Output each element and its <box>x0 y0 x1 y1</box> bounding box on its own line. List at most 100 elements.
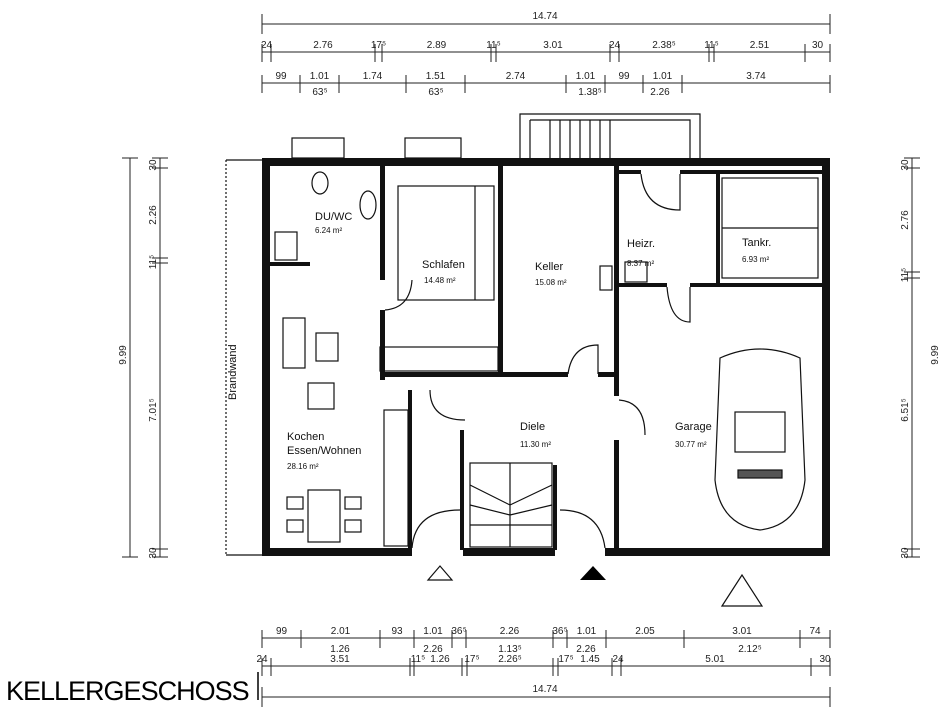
room-area: 6.93 m² <box>742 255 769 264</box>
wall <box>380 372 503 377</box>
dimension-label: 2.05 <box>635 626 655 637</box>
dimension-label: 1.01 <box>576 71 596 82</box>
room-name: Diele <box>520 421 545 433</box>
dimension-label: 1.13⁵ <box>498 644 522 655</box>
wall <box>380 310 385 380</box>
chair <box>344 519 362 533</box>
dimension-label: 30 <box>819 654 831 665</box>
dimension-label: 24 <box>612 654 624 665</box>
room-area: 11.30 m² <box>520 440 551 449</box>
dimension-label: 14.74 <box>532 684 557 695</box>
dimension-label: 30 <box>148 547 159 559</box>
door-swing <box>618 399 646 436</box>
dimension-label: 17⁵ <box>558 654 573 665</box>
wall <box>553 465 557 550</box>
table <box>307 382 335 410</box>
boiler <box>624 261 648 283</box>
dimension-label: 93 <box>391 626 403 637</box>
chair <box>344 496 362 510</box>
dimension-label: 1.26 <box>330 644 350 655</box>
dimension-label: 99 <box>618 71 630 82</box>
wall-south-1 <box>262 548 412 556</box>
dimension-label: 30 <box>812 40 824 51</box>
room-area: 6.24 m² <box>315 226 342 235</box>
dimension-label: 11⁵ <box>411 654 426 665</box>
kitchen-counter <box>383 409 409 547</box>
car-seats <box>734 411 786 453</box>
dimension-label: 2.26 <box>500 626 520 637</box>
room-name: Keller <box>535 261 563 273</box>
dimension-label: 17⁵ <box>464 654 479 665</box>
dimension-label: 2.74 <box>506 71 526 82</box>
wall <box>619 170 641 174</box>
wall <box>614 440 619 550</box>
room-name: Schlafen <box>422 259 465 271</box>
dimension-label: 7.01⁵ <box>148 398 159 422</box>
dimension-label: 1.01 <box>423 626 443 637</box>
dimension-label: 30 <box>148 159 159 171</box>
wall <box>598 372 618 377</box>
dimension-label: 1.01 <box>577 626 597 637</box>
wall <box>690 283 825 287</box>
dimension-lines <box>122 14 920 707</box>
dimension-label: 2.26 <box>423 644 443 655</box>
dimension-label: 63⁵ <box>312 87 327 98</box>
car-rear <box>737 469 783 479</box>
dimension-label: 1.26 <box>430 654 450 665</box>
dimension-label: 6.51⁵ <box>900 398 911 422</box>
dimension-label: 3.01 <box>543 40 563 51</box>
wall <box>498 166 503 376</box>
outside-stair <box>519 113 701 158</box>
dimension-label: 1.01 <box>310 71 330 82</box>
dimension-label: 2.51 <box>750 40 770 51</box>
fixtures <box>225 113 819 607</box>
car-icon <box>714 348 806 531</box>
dimension-label: 30 <box>900 159 911 171</box>
room-name: Tankr. <box>742 237 771 249</box>
wall-north <box>262 158 830 166</box>
dimension-label: 11⁵ <box>900 268 911 283</box>
dimension-label: 2.01 <box>331 626 351 637</box>
room-name: Heizr. <box>627 238 655 250</box>
shower-icon <box>274 231 298 261</box>
main-entrance-marker <box>580 566 606 580</box>
dimension-label: 3.74 <box>746 71 766 82</box>
dimension-label: 11⁵ <box>486 40 501 51</box>
dimension-label: 2.26 <box>576 644 596 655</box>
dimension-label: 9.99 <box>930 345 941 365</box>
dimension-label: 2.26 <box>650 87 670 98</box>
interior-stair-treads <box>469 463 553 547</box>
dimension-label: 99 <box>275 71 287 82</box>
wall <box>617 283 667 287</box>
dimension-label: 36⁵ <box>552 626 567 637</box>
dimension-label: 2.12⁵ <box>738 644 762 655</box>
dimension-label: 3.51 <box>330 654 350 665</box>
wall-west <box>262 158 270 556</box>
dimension-label: 1.38⁵ <box>578 87 602 98</box>
dining-table <box>307 489 341 543</box>
stair-treads <box>549 120 611 158</box>
door-swing <box>666 286 691 323</box>
chair <box>286 496 304 510</box>
wall-east <box>822 158 830 556</box>
dimension-label: 9.99 <box>118 345 129 365</box>
dimension-label: 14.74 <box>532 11 557 22</box>
appliance <box>599 265 613 291</box>
door-swing <box>640 173 681 211</box>
dimension-label: 17⁵ <box>371 40 386 51</box>
chair <box>286 519 304 533</box>
dimension-label: 63⁵ <box>428 87 443 98</box>
dimension-label: 74 <box>809 626 821 637</box>
door-swing <box>384 279 413 311</box>
floor-title: KELLERGESCHOSS <box>6 676 249 706</box>
window-bay <box>404 137 462 159</box>
wall <box>270 262 310 266</box>
wall <box>408 390 412 550</box>
sofa-living <box>282 317 306 369</box>
dimension-label: 1.01 <box>653 71 673 82</box>
room-name: DU/WC <box>315 211 352 223</box>
door-swing <box>411 509 461 549</box>
dimension-label: 24 <box>261 40 273 51</box>
sofa <box>379 346 499 372</box>
